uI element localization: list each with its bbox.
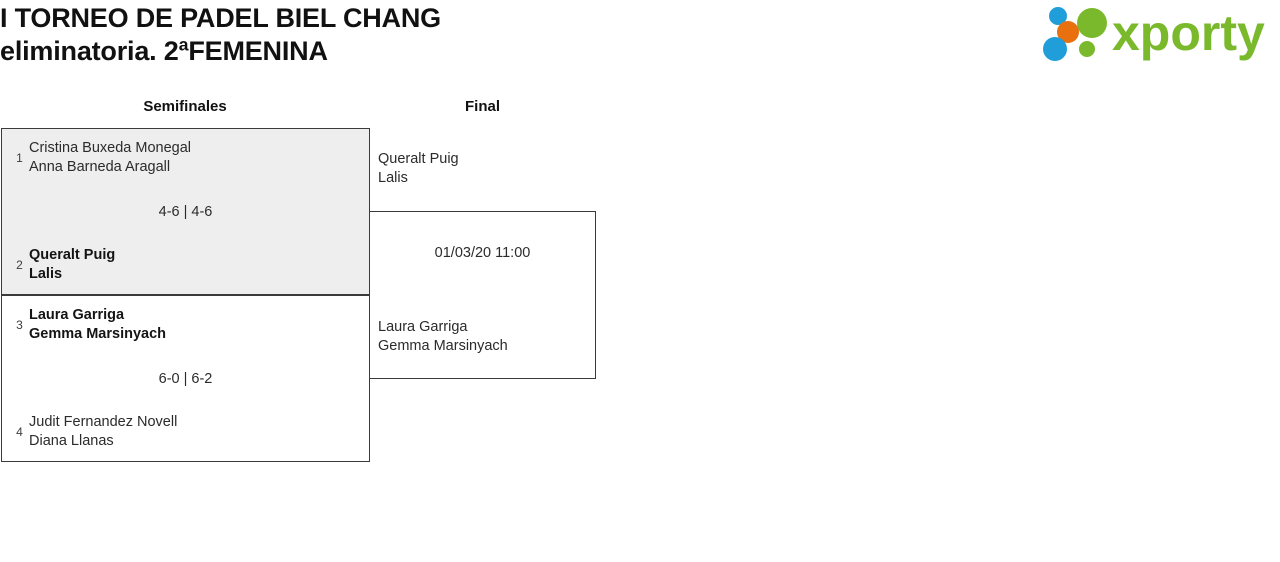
match-semifinal-2[interactable]: 3 Laura Garriga Gemma Marsinyach 6-0 | 6… — [1, 295, 370, 462]
final-schedule: 01/03/20 11:00 — [434, 245, 531, 261]
round-header-semifinales: Semifinales — [143, 98, 227, 115]
seed-number: 1 — [16, 151, 23, 165]
player-name-2: Lalis — [29, 266, 63, 282]
match-semifinal-1[interactable]: 1 Cristina Buxeda Monegal Anna Barneda A… — [1, 128, 370, 295]
page-title-line-2: eliminatoria. 2ªFEMENINA — [0, 36, 328, 66]
player-name-2: Gemma Marsinyach — [29, 326, 167, 342]
player-name-2: Lalis — [378, 170, 408, 186]
final-participant-bottom[interactable]: Laura Garriga Gemma Marsinyach — [369, 318, 596, 356]
player-name-1: Queralt Puig — [378, 151, 459, 167]
page-title: I TORNEO DE PADEL BIEL CHANG eliminatori… — [0, 2, 760, 68]
player-name-2: Gemma Marsinyach — [378, 338, 508, 354]
match-participant-bottom[interactable]: 2 Queralt Puig Lalis — [2, 246, 369, 284]
round-header-final: Final — [464, 98, 500, 115]
player-name-1: Judit Fernandez Novell — [29, 414, 178, 430]
player-name-2: Anna Barneda Aragall — [29, 159, 171, 175]
player-name-1: Laura Garriga — [29, 307, 125, 323]
player-name-1: Cristina Buxeda Monegal — [29, 140, 192, 156]
logo-wordmark: xporty — [1112, 5, 1265, 61]
player-names: Cristina Buxeda Monegal Anna Barneda Ara… — [29, 139, 369, 177]
player-name-2: Diana Llanas — [29, 433, 114, 449]
match-score: 4-6 | 4-6 — [158, 203, 213, 220]
player-names: Laura Garriga Gemma Marsinyach — [29, 306, 369, 344]
match-score: 6-0 | 6-2 — [158, 370, 213, 387]
match-participant-bottom[interactable]: 4 Judit Fernandez Novell Diana Llanas — [2, 413, 369, 451]
player-name-1: Queralt Puig — [29, 247, 116, 263]
player-name-1: Laura Garriga — [378, 319, 468, 335]
seed-number: 3 — [16, 318, 23, 332]
seed-number: 2 — [16, 258, 23, 272]
match-final[interactable] — [369, 211, 596, 379]
final-participant-top[interactable]: Queralt Puig Lalis — [369, 150, 596, 188]
xporty-logo[interactable]: xporty — [1040, 2, 1272, 64]
page-header: I TORNEO DE PADEL BIEL CHANG eliminatori… — [0, 0, 1280, 92]
match-participant-top[interactable]: 1 Cristina Buxeda Monegal Anna Barneda A… — [2, 139, 369, 177]
player-names: Queralt Puig Lalis — [29, 246, 369, 284]
page-title-line-1: I TORNEO DE PADEL BIEL CHANG — [0, 3, 441, 33]
seed-number: 4 — [16, 425, 23, 439]
player-names: Judit Fernandez Novell Diana Llanas — [29, 413, 369, 451]
match-participant-top[interactable]: 3 Laura Garriga Gemma Marsinyach — [2, 306, 369, 344]
logo-dots-icon — [1043, 7, 1107, 61]
